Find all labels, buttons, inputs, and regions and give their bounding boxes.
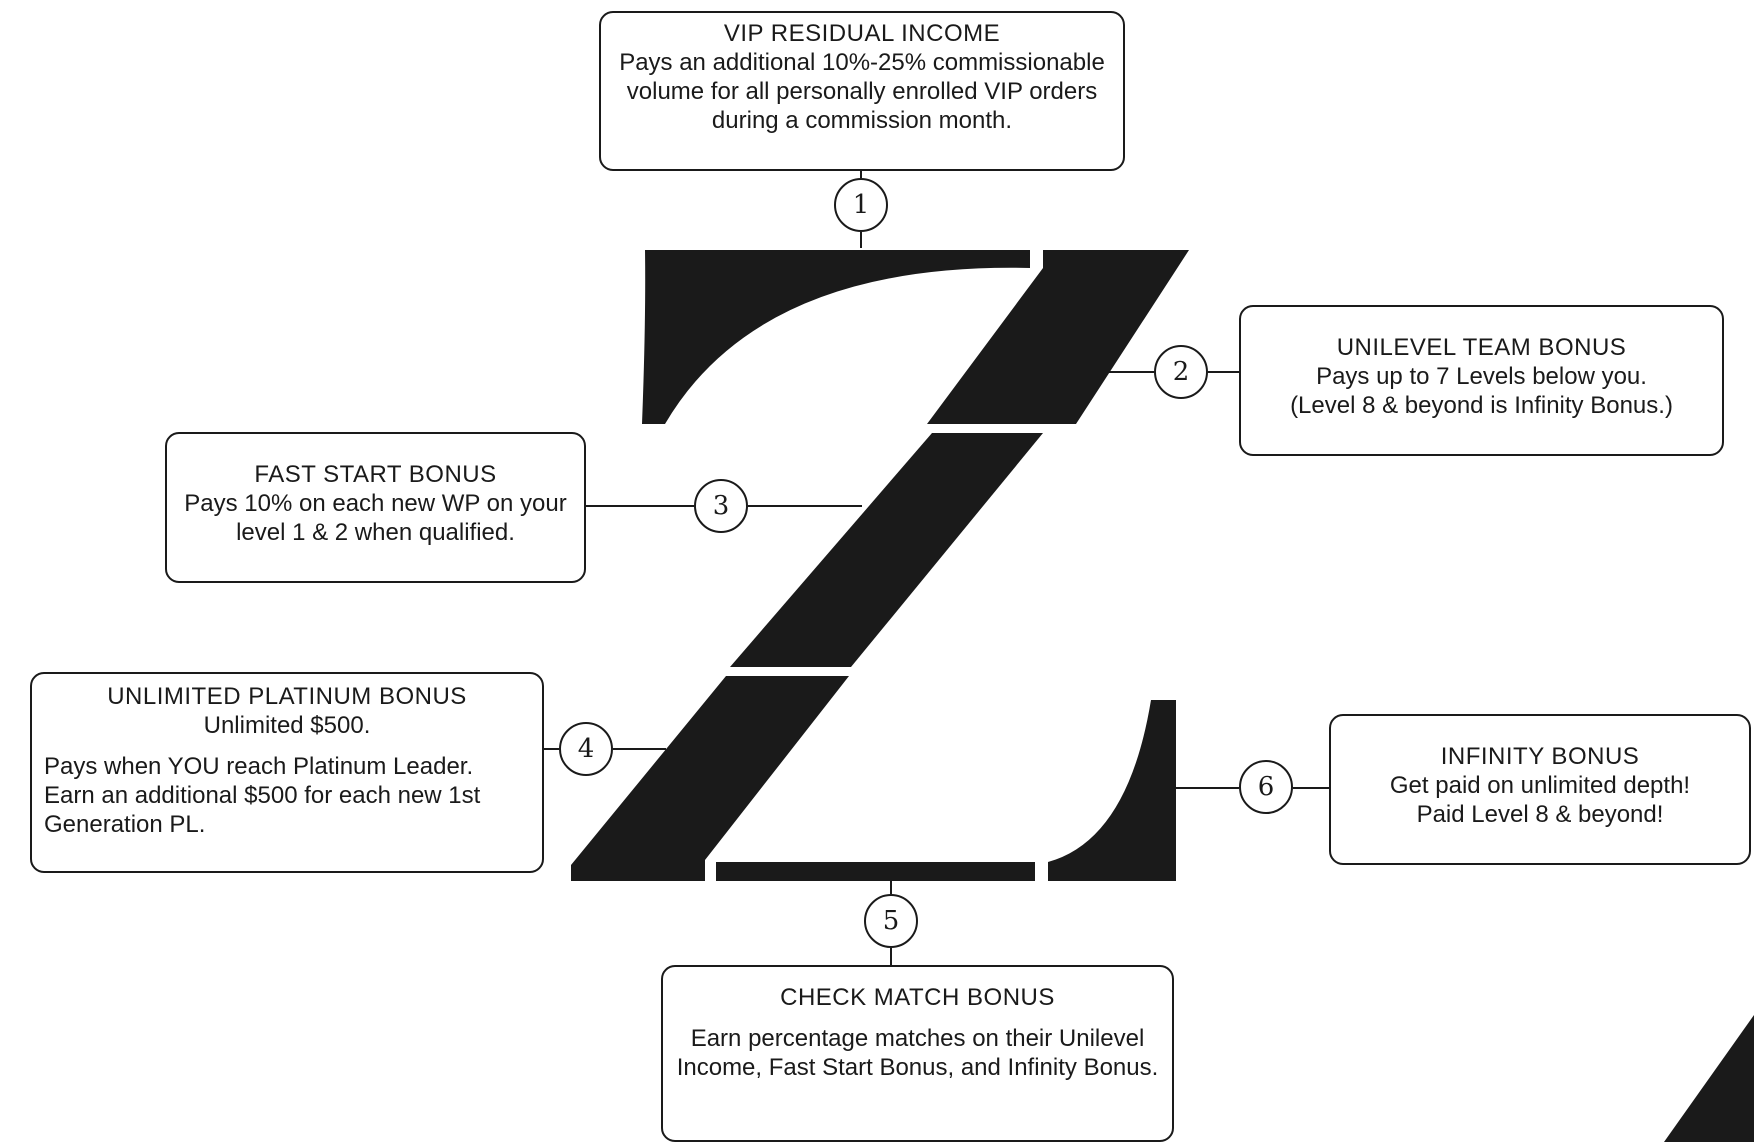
unilevel-team-line1: Pays up to 7 Levels below you.	[1316, 363, 1647, 390]
check-match-description: Earn percentage matches on their Unileve…	[676, 1025, 1159, 1081]
unlimited-platinum-title: UNLIMITED PLATINUM BONUS	[107, 683, 467, 710]
unilevel-team-bonus-box: UNILEVEL TEAM BONUS Pays up to 7 Levels …	[1239, 305, 1724, 456]
infinity-title: INFINITY BONUS	[1440, 743, 1640, 770]
check-match-bonus-box: CHECK MATCH BONUS Earn percentage matche…	[661, 965, 1174, 1142]
unilevel-team-line2: (Level 8 & beyond is Infinity Bonus.)	[1290, 392, 1673, 419]
vip-residual-title: VIP RESIDUAL INCOME	[723, 20, 1001, 47]
z-lower-segment	[571, 676, 849, 881]
unlimited-platinum-description: Pays when YOU reach Platinum Leader. Ear…	[44, 753, 481, 838]
vip-residual-description: Pays an additional 10%-25% commissionabl…	[619, 49, 1105, 134]
z-bottom-right-serif	[1048, 700, 1176, 881]
z-bottom-bar	[716, 862, 1035, 881]
check-match-title: CHECK MATCH BONUS	[780, 984, 1055, 1011]
infinity-line1: Get paid on unlimited depth!	[1389, 772, 1691, 799]
step-badge-1: 1	[834, 178, 888, 232]
step-badge-4: 4	[559, 722, 613, 776]
z-top-left-serif	[642, 250, 1030, 424]
z-middle-segment	[730, 433, 1043, 667]
fast-start-description: Pays 10% on each new WP on your level 1 …	[184, 490, 567, 546]
vip-residual-income-box: VIP RESIDUAL INCOME Pays an additional 1…	[599, 11, 1125, 171]
step-badge-3: 3	[694, 479, 748, 533]
step-badge-2: 2	[1154, 345, 1208, 399]
fast-start-bonus-box: FAST START BONUS Pays 10% on each new WP…	[165, 432, 586, 583]
infinity-bonus-box: INFINITY BONUS Get paid on unlimited dep…	[1329, 714, 1751, 865]
z-top-right-segment	[927, 250, 1189, 424]
unilevel-team-title: UNILEVEL TEAM BONUS	[1336, 334, 1627, 361]
infinity-line2: Paid Level 8 & beyond!	[1416, 801, 1664, 828]
unlimited-platinum-bonus-box: UNLIMITED PLATINUM BONUS Unlimited $500.…	[30, 672, 544, 873]
unlimited-platinum-subtitle: Unlimited $500.	[203, 712, 371, 739]
fast-start-title: FAST START BONUS	[254, 461, 497, 488]
step-badge-5: 5	[864, 894, 918, 948]
corner-decoration	[1664, 1015, 1754, 1142]
step-badge-6: 6	[1239, 760, 1293, 814]
